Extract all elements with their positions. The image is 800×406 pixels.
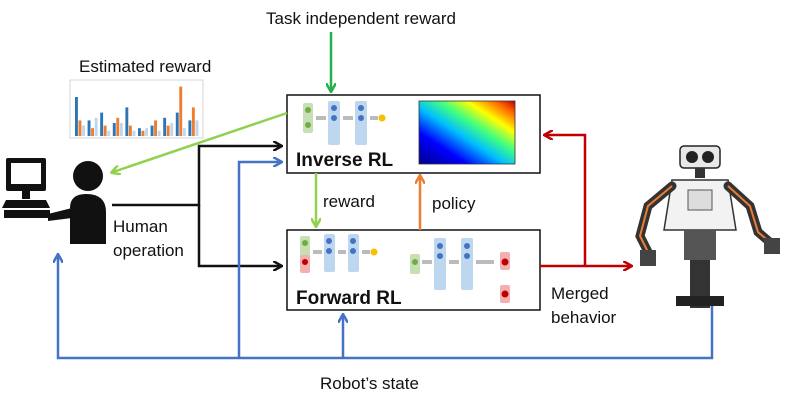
bar-series1-9 — [175, 112, 179, 136]
human-to-inverse-arrow — [112, 146, 280, 207]
behavior-label: behavior — [551, 308, 617, 327]
bar-series3-4 — [119, 123, 123, 136]
reward-label: reward — [323, 192, 375, 211]
bar-series3-5 — [132, 130, 136, 136]
bar-series1-4 — [112, 123, 116, 136]
bar-series3-3 — [107, 130, 111, 136]
bar-series1-1 — [75, 97, 78, 136]
person-at-computer-icon — [2, 158, 106, 244]
bar-series2-1 — [78, 120, 82, 136]
bar-series1-8 — [163, 117, 167, 136]
human-label: Human — [113, 217, 168, 236]
bar-series2-10 — [191, 107, 195, 136]
bar-series2-4 — [116, 117, 120, 136]
state-to-inverse-arrow — [237, 162, 280, 358]
bar-series2-3 — [103, 125, 107, 136]
bar-series3-10 — [195, 120, 199, 136]
forward-rl-title: Forward RL — [296, 288, 402, 309]
bar-series3-1 — [82, 125, 85, 136]
policy-heatmap-icon — [418, 100, 516, 165]
policy-label: policy — [432, 194, 476, 213]
task-reward-label: Task independent reward — [266, 9, 456, 28]
forward-network-icon — [300, 234, 510, 303]
bar-series3-2 — [94, 117, 98, 136]
bar-series1-10 — [188, 120, 192, 136]
bar-series3-7 — [157, 130, 161, 136]
operation-label: operation — [113, 241, 184, 260]
bar-series1-7 — [150, 125, 154, 136]
inverse-network-icon — [303, 101, 386, 145]
bar-series3-9 — [182, 128, 186, 136]
inverse-rl-title: Inverse RL — [296, 150, 394, 171]
bar-series3-8 — [170, 123, 174, 136]
bar-series3-6 — [145, 128, 148, 136]
bar-series1-3 — [100, 112, 104, 136]
bar-series2-5 — [128, 125, 132, 136]
bar-series2-2 — [91, 128, 94, 136]
bar-series2-6 — [141, 130, 145, 136]
behavior-to-inverse-arrow — [546, 135, 587, 266]
estimated-reward-arrow — [113, 111, 288, 172]
bar-series1-5 — [125, 107, 129, 136]
bar-series1-2 — [87, 120, 91, 136]
human-to-forward-arrow — [197, 205, 280, 266]
robot-state-label: Robot’s state — [320, 374, 419, 393]
bar-series2-9 — [179, 86, 183, 136]
estimated-reward-label: Estimated reward — [79, 57, 212, 76]
bar-series2-8 — [166, 125, 170, 136]
merged-label: Merged — [551, 284, 609, 303]
state-to-human-arrow — [58, 256, 714, 360]
humanoid-robot-icon — [635, 145, 780, 308]
bar-series2-7 — [154, 120, 157, 136]
estimated-reward-chart — [69, 79, 204, 139]
bar-series1-6 — [138, 128, 141, 136]
